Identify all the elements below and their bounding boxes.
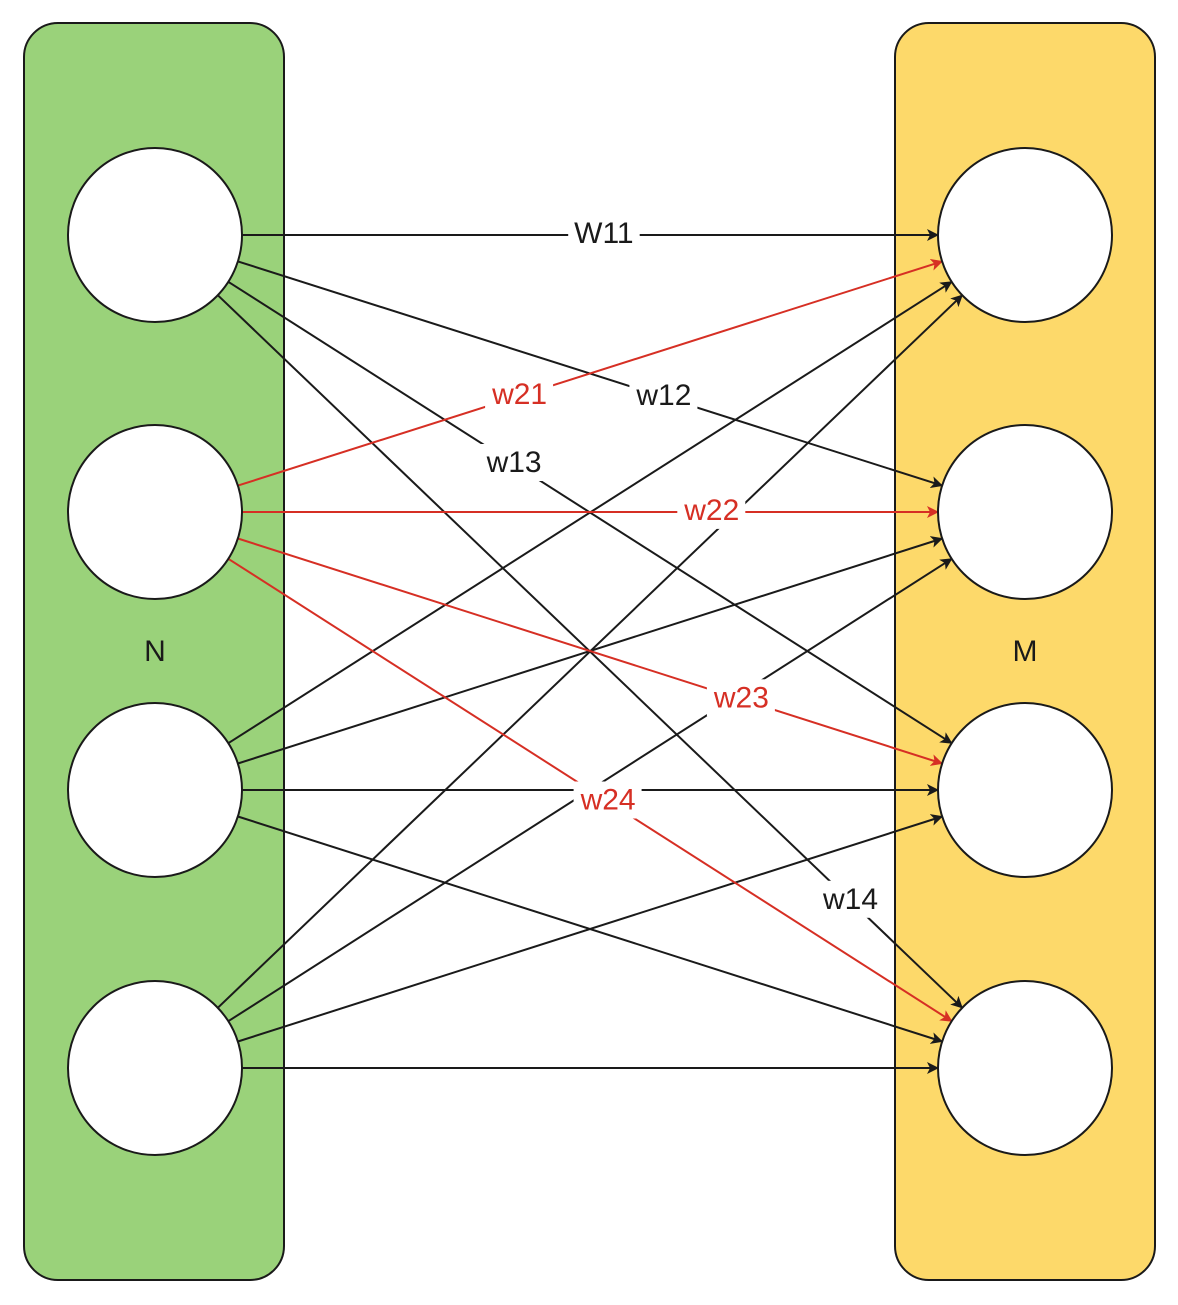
- weight-label-w12: w12: [629, 376, 698, 414]
- weight-label-text: w23: [713, 681, 769, 714]
- weight-label-w14: w14: [816, 880, 884, 918]
- weight-label-background: [816, 880, 884, 918]
- weight-label-w11: W11: [568, 214, 640, 252]
- input-layer-label: N: [144, 635, 166, 668]
- weight-label-w23: w23: [706, 679, 775, 717]
- node-group: [67, 147, 1113, 1156]
- output-node-3: [937, 702, 1113, 878]
- weight-label-w22: w22: [677, 491, 746, 529]
- output-node-1: [937, 147, 1113, 323]
- input-node-1: [67, 147, 243, 323]
- input-node-4: [67, 980, 243, 1156]
- weight-label-background: [706, 679, 775, 717]
- input-node-2: [67, 424, 243, 600]
- input-layer-box: [23, 22, 285, 1281]
- weight-label-w24: w24: [573, 781, 642, 819]
- edge-n2-m3: [237, 537, 944, 766]
- weight-label-background: [573, 781, 642, 819]
- output-layer-label: M: [1013, 635, 1038, 668]
- output-node-4: [937, 980, 1113, 1156]
- weight-label-background: [677, 491, 746, 529]
- weight-label-text: w13: [486, 446, 542, 479]
- weight-label-text: w24: [580, 784, 636, 817]
- weight-label-text: w12: [635, 379, 691, 412]
- edge-n4-m3: [237, 814, 944, 1043]
- weight-label-background: [629, 376, 698, 414]
- weight-label-w21: w21: [485, 375, 554, 413]
- output-layer-box: [894, 22, 1156, 1281]
- weight-label-w13: w13: [479, 444, 548, 481]
- input-node-3: [67, 702, 243, 878]
- weight-label-background: [479, 444, 548, 481]
- output-node-2: [937, 424, 1113, 600]
- weight-label-text: w14: [822, 883, 878, 916]
- weight-label-text: W11: [574, 217, 633, 250]
- weight-label-text: w21: [491, 378, 547, 411]
- edge-n2-m1: [237, 259, 944, 487]
- weight-label-background: [568, 214, 640, 252]
- weight-label-group: W11 w12 w13 w14 w21 w22 w23 w24: [479, 214, 884, 918]
- weight-label-text: w22: [683, 494, 739, 527]
- weight-label-background: [485, 375, 554, 413]
